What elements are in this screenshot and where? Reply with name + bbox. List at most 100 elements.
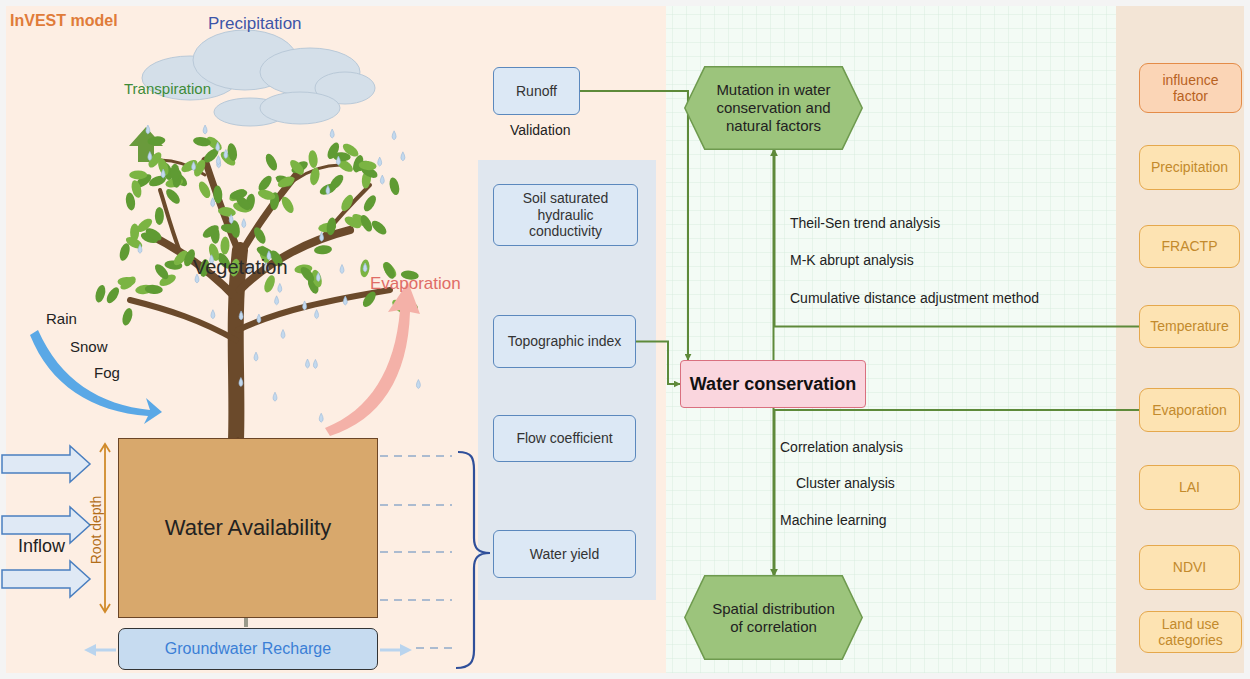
leaf	[201, 223, 221, 240]
rain-drop	[330, 129, 334, 138]
rain-drop	[416, 380, 420, 389]
leaf	[147, 136, 166, 147]
rain-drop	[278, 283, 282, 292]
leaf	[343, 214, 363, 230]
rain-drop	[343, 296, 347, 305]
node-text: Water Availability	[165, 515, 331, 541]
soil-box: Water Availability	[118, 438, 378, 618]
node-text: Soil saturated hydraulic conductivity	[500, 190, 631, 240]
leaf	[234, 193, 253, 212]
leaf	[314, 245, 333, 256]
annotation-label: Precipitation	[208, 14, 302, 34]
rain-arrow	[30, 330, 162, 424]
leaf	[125, 192, 137, 211]
node-text: Topographic index	[508, 333, 622, 350]
flow-arrow	[636, 342, 680, 385]
leaf	[325, 217, 337, 236]
rain-drop	[211, 310, 215, 319]
leaf	[197, 180, 213, 200]
annotation-label: Rain	[46, 310, 77, 327]
leaf	[276, 174, 296, 190]
rain-drop	[146, 125, 150, 134]
rain-drop	[380, 175, 384, 184]
leaf	[279, 195, 296, 215]
process-box: Water yield	[493, 530, 636, 578]
annotation-label: Theil-Sen trend analysis	[790, 215, 940, 231]
leaf	[358, 213, 374, 233]
process-box: Soil saturated hydraulic conductivity	[493, 184, 638, 246]
rain-drop	[316, 272, 320, 281]
node-text: Temperature	[1150, 318, 1229, 334]
process-box: Runoff	[493, 67, 580, 115]
rain-drop	[303, 301, 307, 310]
leaf	[179, 158, 199, 175]
core-box: Water conservation	[680, 360, 866, 408]
leaf	[327, 172, 345, 192]
leaf	[171, 164, 180, 182]
leaf	[358, 160, 377, 171]
annotation-label: Cumulative distance adjustment method	[790, 290, 1039, 306]
rain-drop	[320, 232, 324, 241]
node-text: Groundwater Recharge	[165, 640, 331, 658]
flow-arrow	[775, 410, 1140, 575]
node-text: Mutation in water conservation and natur…	[705, 81, 842, 135]
rain-drop	[326, 185, 330, 194]
leaf	[309, 167, 321, 186]
tree-leaves	[94, 134, 420, 326]
node-text: Precipitation	[1151, 159, 1228, 175]
rain-drop	[138, 244, 142, 253]
rain-drop	[281, 330, 285, 339]
node-text: Flow coefficient	[516, 430, 612, 447]
leaf	[104, 285, 121, 305]
bracket	[456, 452, 490, 668]
node-text: LAI	[1179, 479, 1200, 495]
leaf	[369, 218, 388, 237]
node-text: Land use categories	[1144, 616, 1237, 648]
rain-drop	[224, 150, 228, 159]
rain-drop	[229, 215, 233, 224]
leaf	[217, 206, 236, 218]
dimension-label: Root depth	[88, 496, 104, 565]
hexagon-box: Spatial distribution of correlation	[683, 575, 864, 660]
rain-drop	[239, 311, 243, 320]
hexagon-box: Mutation in water conservation and natur…	[683, 66, 864, 150]
rain-drop	[392, 131, 396, 140]
rain-drop	[216, 156, 220, 165]
flow-arrow	[775, 150, 1140, 327]
annotation-label: Inflow	[18, 536, 65, 557]
leaf	[144, 226, 164, 243]
factor-box: NDVI	[1139, 545, 1240, 590]
leaf	[220, 236, 230, 254]
rain-drop	[319, 413, 323, 422]
factor-box: Land use categories	[1139, 611, 1242, 653]
factor-box: Precipitation	[1139, 145, 1240, 190]
rain-drop	[340, 265, 344, 274]
leaf	[252, 225, 268, 245]
leaf	[129, 170, 147, 179]
leaf	[164, 187, 183, 206]
rain-drop	[203, 125, 207, 134]
node-text: Water yield	[530, 546, 600, 563]
factor-box: Temperature	[1139, 305, 1240, 348]
rain-drops	[138, 125, 420, 422]
annotation-label: Validation	[510, 122, 570, 138]
evaporation-arrow	[325, 282, 420, 436]
rain-drop	[336, 156, 340, 165]
annotation-label: Cluster analysis	[796, 475, 895, 491]
rain-drop	[161, 169, 165, 178]
annotation-label: Correlation analysis	[780, 439, 903, 455]
inflow-arrows	[2, 446, 90, 597]
leaf	[118, 274, 138, 292]
rain-drop	[315, 310, 319, 319]
node-text: Evaporation	[1152, 402, 1227, 418]
groundwater-box: Groundwater Recharge	[118, 628, 378, 670]
rain-drop	[401, 152, 405, 161]
rain-drop	[273, 392, 277, 401]
leaf	[288, 158, 307, 177]
factor-box: Evaporation	[1139, 388, 1240, 432]
leaf	[118, 242, 132, 262]
leaf	[388, 176, 401, 196]
rain-drop	[211, 198, 215, 207]
leaf	[339, 193, 356, 213]
